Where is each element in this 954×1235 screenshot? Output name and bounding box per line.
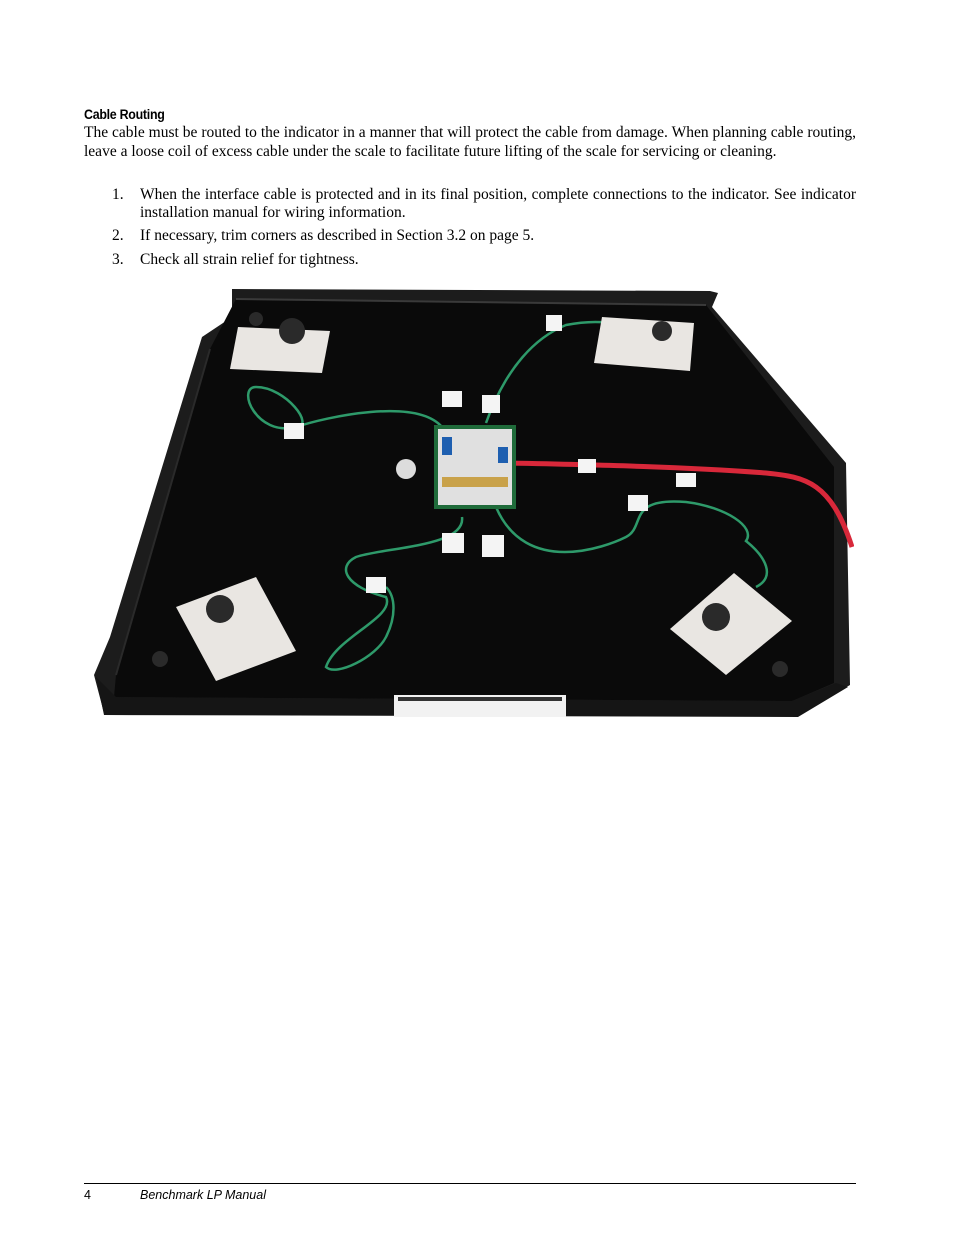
load-cell-plate-bottom-left <box>176 577 296 681</box>
manual-title: Benchmark LP Manual <box>140 1188 266 1202</box>
step-text: When the interface cable is protected an… <box>140 186 856 221</box>
intro-paragraph: The cable must be routed to the indicato… <box>84 124 856 160</box>
step-number: 1. <box>112 186 124 203</box>
steps-list: 1. When the interface cable is protected… <box>84 186 856 274</box>
step-text: Check all strain relief for tightness. <box>140 250 359 268</box>
load-cell-plate-top-left <box>230 327 330 373</box>
scale-base-photo <box>86 277 854 739</box>
list-item: 2. If necessary, trim corners as describ… <box>84 227 856 245</box>
footer-rule <box>84 1183 856 1184</box>
load-cell-plate-top-right <box>594 317 694 371</box>
step-number: 3. <box>112 250 124 268</box>
step-text: If necessary, trim corners as described … <box>140 227 535 244</box>
base-front-lip <box>96 677 848 717</box>
list-item: 1. When the interface cable is protected… <box>84 186 856 221</box>
page-number: 4 <box>84 1188 91 1202</box>
step-number: 2. <box>112 227 124 244</box>
load-cell-plate-bottom-right <box>670 573 792 675</box>
list-item: 3. Check all strain relief for tightness… <box>84 251 856 269</box>
section-heading: Cable Routing <box>84 107 165 122</box>
